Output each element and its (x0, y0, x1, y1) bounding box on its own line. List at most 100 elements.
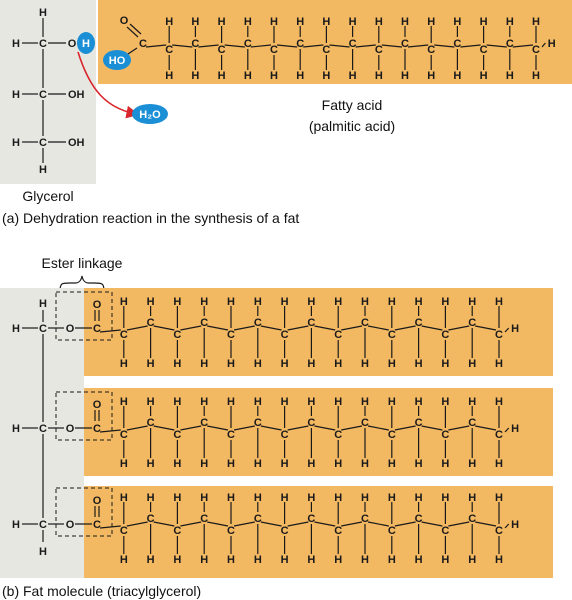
chain-hydrogen: H (218, 16, 226, 28)
chain-bond (99, 329, 121, 333)
chain-bond (126, 425, 148, 431)
chain-bond (153, 521, 175, 527)
triacylglycerol-backbone-panel (0, 288, 84, 578)
chain-hydrogen: H (361, 492, 369, 504)
chain-hydrogen: H (281, 492, 289, 504)
glycerol-label: Glycerol (22, 188, 73, 204)
carbonyl-oxygen: O (93, 495, 102, 507)
chain-bond (504, 427, 510, 433)
chain-bond (233, 325, 255, 331)
water-label: H₂O (139, 109, 161, 121)
chain-bond (233, 521, 255, 527)
chain-hydrogen: H (254, 396, 262, 408)
chain-bond (367, 521, 389, 527)
chain-carbon: C (120, 429, 128, 441)
chain-bond (394, 521, 416, 527)
chain-hydrogen: H (388, 358, 396, 370)
chain-hydrogen: H (296, 70, 304, 82)
chain-hydrogen: H (468, 554, 476, 566)
chain-bond (394, 325, 416, 331)
chain-hydrogen: H (480, 70, 488, 82)
chain-bond (367, 325, 389, 331)
chain-hydrogen: H (173, 396, 181, 408)
chain-hydrogen: H (468, 396, 476, 408)
chain-hydrogen: H (191, 16, 199, 28)
chain-carbon: C (281, 525, 289, 537)
chain-carbon: C (495, 525, 503, 537)
chain-terminal-hydrogen: H (511, 423, 519, 435)
chain-hydrogen: H (244, 70, 252, 82)
ester-linkage-box (55, 391, 113, 441)
chain-hydrogen: H (147, 458, 155, 470)
chain-bond (341, 521, 363, 527)
chain-bond (314, 521, 336, 527)
chain-hydrogen: H (307, 554, 315, 566)
chain-bond (512, 44, 534, 48)
chain-carbon: C (227, 429, 235, 441)
chain-bond (126, 521, 148, 527)
chain-carbon: C (427, 44, 435, 56)
chain-hydrogen: H (254, 554, 262, 566)
chain-bond (448, 325, 470, 331)
highlighted-hydrogen: H (82, 38, 90, 50)
chain-hydrogen: H (334, 396, 342, 408)
chain-hydrogen: H (120, 554, 128, 566)
chain-carbon: C (506, 38, 514, 50)
chain-bond (341, 425, 363, 431)
chain-bond (541, 42, 546, 48)
chain-carbon: C (495, 329, 503, 341)
chain-bond (381, 44, 403, 48)
chain-hydrogen: H (296, 16, 304, 28)
chain-hydrogen: H (227, 396, 235, 408)
glycerol-h3: H (12, 137, 20, 149)
hydroxyl-label: HO (109, 55, 126, 67)
hydroxyl-marker (103, 50, 131, 70)
chain-hydrogen: H (200, 358, 208, 370)
fatty-acid-chain: CHHCHHCHHCHHCHHCHHCHHCHHCHHCHHCHHCHHCHHC… (145, 16, 556, 82)
chain-hydrogen: H (281, 396, 289, 408)
chain-hydrogen: H (375, 16, 383, 28)
chain-bond (250, 44, 272, 48)
ester-oxygen: O (66, 519, 75, 531)
chain-terminal-hydrogen: H (511, 323, 519, 335)
chain-bond (287, 521, 309, 527)
chain-carbon: C (441, 525, 449, 537)
chain-carbon: C (200, 417, 208, 429)
chain-carbon: C (532, 44, 540, 56)
chain-carbon: C (191, 38, 199, 50)
chain-hydrogen: H (254, 492, 262, 504)
chain-hydrogen: H (388, 458, 396, 470)
caption-b: (b) Fat molecule (triacylglycerol) (2, 583, 201, 599)
chain-hydrogen: H (244, 16, 252, 28)
chain-hydrogen: H (120, 458, 128, 470)
chain-carbon: C (307, 513, 315, 525)
chain-bond (224, 44, 245, 48)
chain-bond (260, 425, 282, 431)
chain-hydrogen: H (307, 492, 315, 504)
tag-c2: C (39, 423, 47, 435)
caption-a: (a) Dehydration reaction in the synthesi… (2, 210, 299, 226)
glycerol-o1: O (68, 38, 77, 50)
chain-carbon: C (453, 38, 461, 50)
chain-bond (145, 44, 167, 48)
chain-carbon: C (120, 329, 128, 341)
chain-hydrogen: H (307, 296, 315, 308)
chain-hydrogen: H (307, 358, 315, 370)
chain-hydrogen: H (120, 296, 128, 308)
fatty-acid-panel (98, 0, 572, 84)
chain-bond (180, 521, 202, 527)
chain-carbon: C (468, 317, 476, 329)
chain-hydrogen: H (334, 492, 342, 504)
chain-hydrogen: H (200, 296, 208, 308)
tag-h3: H (12, 519, 20, 531)
chain-hydrogen: H (173, 554, 181, 566)
chain-hydrogen: H (415, 458, 423, 470)
chain-bond (287, 425, 309, 431)
glycerol-h2: H (12, 89, 20, 101)
chain-hydrogen: H (191, 70, 199, 82)
chain-hydrogen: H (532, 70, 540, 82)
tag-bottom-hydrogen: H (39, 546, 47, 558)
